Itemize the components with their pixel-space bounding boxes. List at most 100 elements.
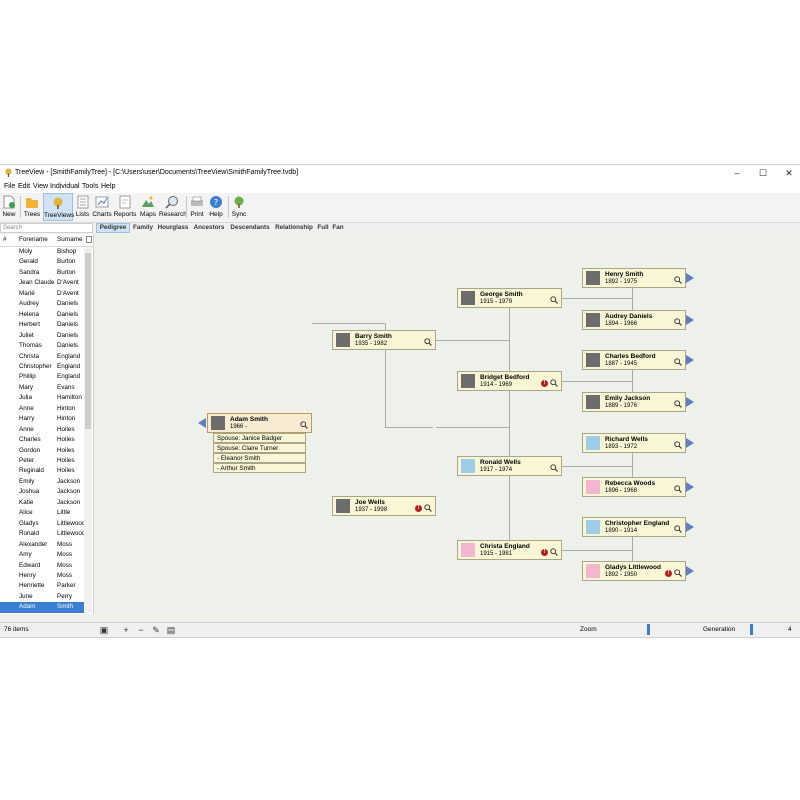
magnifier-icon[interactable] (674, 318, 682, 326)
print-button[interactable]: Print (188, 193, 206, 221)
tab-ancestors[interactable]: Ancestors (193, 224, 225, 231)
menu-edit[interactable]: Edit (18, 183, 31, 190)
help-button[interactable]: ? Help (207, 193, 225, 221)
child-row[interactable]: - Arthur Smith (213, 463, 306, 473)
menu-file[interactable]: File (4, 183, 16, 190)
document-icon[interactable]: ▤ (166, 625, 176, 635)
person-card-grandparent[interactable]: Bridget Bedford 1914 - 1969 ! (457, 371, 562, 391)
menu-individual[interactable]: Individual (50, 183, 80, 190)
expand-ancestors-arrow[interactable] (686, 438, 694, 448)
tab-descendants[interactable]: Descendants (230, 224, 270, 231)
reports-button[interactable]: Reports (113, 193, 137, 221)
magnifier-icon[interactable] (424, 504, 432, 512)
tab-hourglass[interactable]: Hourglass (157, 224, 189, 231)
warning-icon[interactable]: ! (541, 380, 548, 387)
menu-view[interactable]: View (33, 183, 49, 190)
tab-relationship[interactable]: Relationship (275, 224, 313, 231)
magnifier-icon[interactable] (674, 400, 682, 408)
expand-ancestors-arrow[interactable] (686, 566, 694, 576)
person-card-great-grandparent[interactable]: Emily Jackson 1889 - 1976 (582, 392, 686, 412)
tab-pedigree[interactable]: Pedigree (96, 223, 130, 233)
magnifier-icon[interactable] (674, 441, 682, 449)
maximize-button[interactable]: ☐ (758, 168, 768, 178)
add-person-button[interactable]: + (123, 625, 129, 635)
person-card-great-grandparent[interactable]: Henry Smith 1892 - 1975 (582, 268, 686, 288)
expand-ancestors-arrow[interactable] (686, 273, 694, 283)
toggle-panel-button[interactable]: ▣ (99, 625, 109, 635)
menu-help[interactable]: Help (101, 183, 116, 190)
generation-slider[interactable] (750, 624, 753, 635)
person-card-great-grandparent[interactable]: Christopher England 1890 - 1914 (582, 517, 686, 537)
magnifier-icon[interactable] (674, 276, 682, 284)
magnifier-icon[interactable] (674, 569, 682, 577)
zoom-slider[interactable] (647, 624, 650, 635)
spouse-row[interactable]: Spouse: Claire Turner (213, 443, 306, 453)
warning-icon[interactable]: ! (665, 570, 672, 577)
warning-icon[interactable]: ! (415, 505, 422, 512)
magnifier-icon[interactable] (550, 464, 558, 472)
list-scrollbar-thumb[interactable] (85, 253, 91, 429)
person-card-grandparent[interactable]: Christa England 1915 - 1981 ! (457, 540, 562, 560)
tab-fan[interactable]: Fan (332, 224, 344, 231)
expand-children-arrow[interactable] (198, 418, 206, 428)
expand-ancestors-arrow[interactable] (686, 397, 694, 407)
person-card-grandparent[interactable]: Ronald Wells 1917 - 1974 (457, 456, 562, 476)
minimize-button[interactable]: – (734, 168, 740, 178)
lists-button[interactable]: Lists (74, 193, 91, 221)
edit-pencil-icon[interactable]: ✎ (152, 625, 160, 635)
person-card-great-grandparent[interactable]: Richard Wells 1893 - 1972 (582, 433, 686, 453)
new-button[interactable]: New (0, 193, 18, 221)
person-card-great-grandparent[interactable]: Gladys Littlewood 1892 - 1950 ! (582, 561, 686, 581)
magnifier-icon[interactable] (550, 379, 558, 387)
expand-ancestors-arrow[interactable] (686, 315, 694, 325)
maps-button[interactable]: Maps (138, 193, 158, 221)
child-row[interactable]: - Eleanor Smith (213, 453, 306, 463)
person-card-great-grandparent[interactable]: Charles Bedford 1887 - 1945 (582, 350, 686, 370)
person-card-root[interactable]: Adam Smith 1966 - (207, 413, 312, 433)
trees-button[interactable]: Trees (22, 193, 42, 221)
column-chooser-icon[interactable] (86, 236, 92, 243)
person-card-great-grandparent[interactable]: Audrey Daniels 1894 - 1966 (582, 310, 686, 330)
remove-person-button[interactable]: − (138, 625, 144, 635)
person-card-father[interactable]: Barry Smith 1935 - 1982 (332, 330, 436, 350)
column-header-forename[interactable]: Forename (19, 236, 48, 243)
expand-ancestors-arrow[interactable] (686, 522, 694, 532)
research-button[interactable]: Research (159, 193, 187, 221)
magnifier-icon[interactable] (300, 421, 308, 429)
spouse-row[interactable]: Spouse: Janice Badger (213, 433, 306, 443)
sync-button[interactable]: Sync (230, 193, 248, 221)
person-card-great-grandparent[interactable]: Rebecca Woods 1896 - 1968 (582, 477, 686, 497)
magnifier-icon[interactable] (550, 296, 558, 304)
column-header-number[interactable]: # (3, 236, 7, 243)
magnifier-icon[interactable] (674, 358, 682, 366)
person-card-mother[interactable]: Joe Wells 1937 - 1998 ! (332, 496, 436, 516)
magnifier-icon[interactable] (550, 548, 558, 556)
